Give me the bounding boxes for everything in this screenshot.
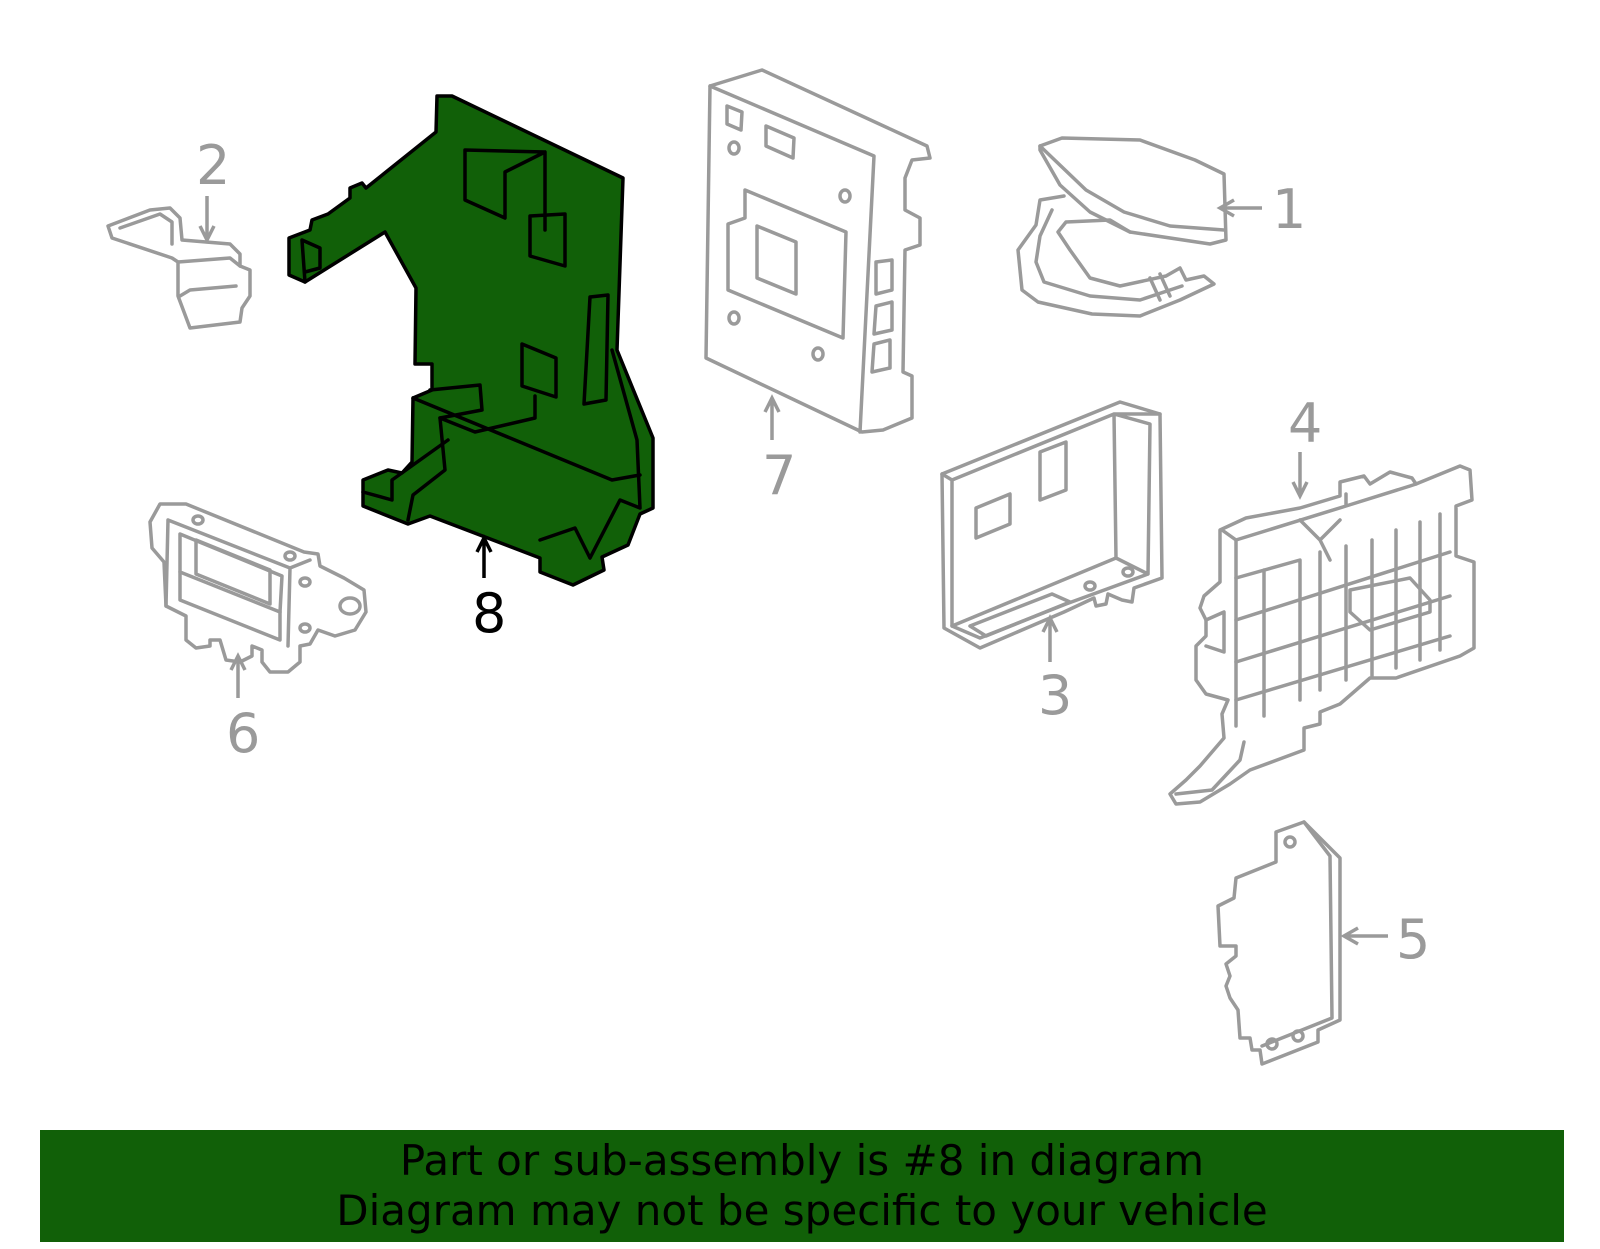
part-7-module[interactable] <box>704 68 932 434</box>
callout-4: 4 <box>1288 392 1322 455</box>
callout-6: 6 <box>226 702 260 765</box>
callout-8: 8 <box>472 582 506 645</box>
banner-line-1: Part or sub-assembly is #8 in diagram <box>399 1136 1205 1185</box>
part-1-antenna[interactable] <box>1016 136 1228 318</box>
callout-2: 2 <box>196 134 230 197</box>
part-3-tray[interactable] <box>940 400 1164 650</box>
callout-3: 3 <box>1038 664 1072 727</box>
part-6-module[interactable] <box>148 502 368 674</box>
info-banner: Part or sub-assembly is #8 in diagram Di… <box>40 1130 1564 1242</box>
part-5-plate[interactable] <box>1216 820 1342 1066</box>
parts-diagram: 1 2 3 4 5 6 7 8 <box>106 68 1476 1066</box>
leader-lines <box>198 196 1388 946</box>
callout-5: 5 <box>1396 908 1430 971</box>
callout-7: 7 <box>762 444 796 507</box>
part-4-junction-block[interactable] <box>1168 464 1476 806</box>
callout-1: 1 <box>1272 178 1306 241</box>
banner-line-2: Diagram may not be specific to your vehi… <box>336 1186 1268 1235</box>
part-2-clip[interactable] <box>106 206 252 330</box>
part-8-bracket[interactable] <box>287 94 655 587</box>
